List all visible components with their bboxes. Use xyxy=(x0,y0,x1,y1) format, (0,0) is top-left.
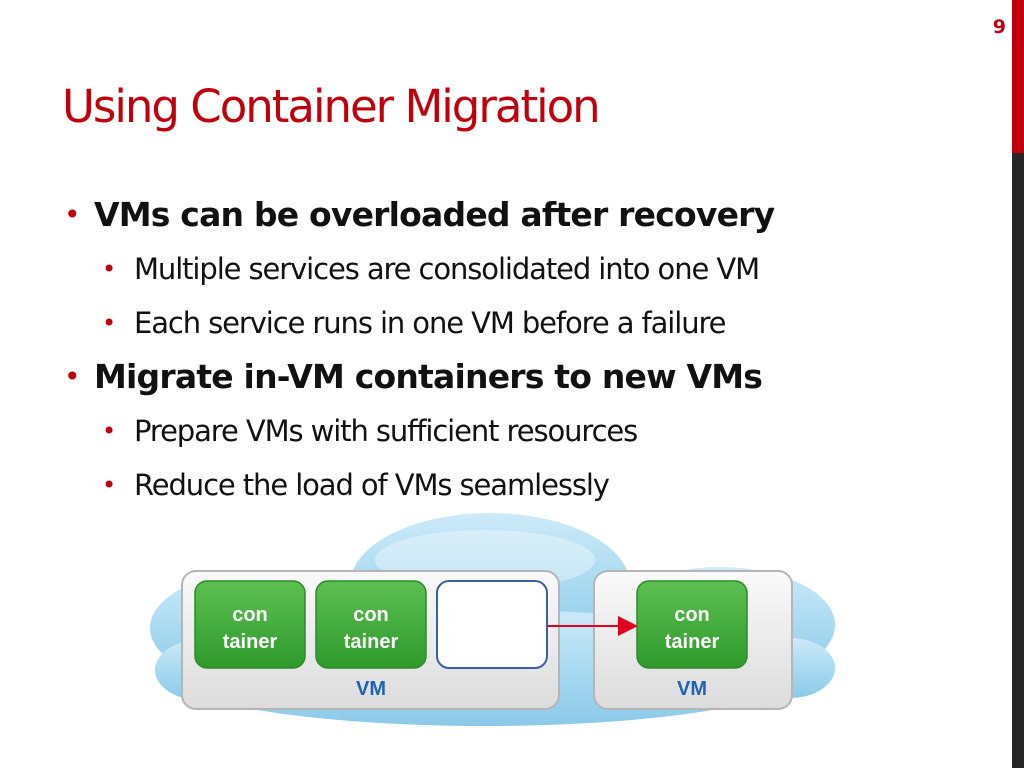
container-label: con tainer xyxy=(637,602,747,656)
empty-container-slot xyxy=(436,580,548,669)
bullet-icon: • xyxy=(102,471,116,499)
container-label: con tainer xyxy=(316,602,426,656)
bullet-item: • Migrate in-VM containers to new VMs xyxy=(62,350,774,404)
accent-bar-dark xyxy=(1012,153,1024,768)
bullet-item: • VMs can be overloaded after recovery xyxy=(62,188,775,242)
sub-bullet-item: • Each service runs in one VM before a f… xyxy=(62,296,774,350)
bullet-icon: • xyxy=(102,255,116,283)
bullet-icon: • xyxy=(64,198,81,231)
sub-bullet-text: Multiple services are consolidated into … xyxy=(134,252,760,286)
container-label-line1: con xyxy=(353,604,389,626)
sub-bullet-item: • Reduce the load of VMs seamlessly xyxy=(62,458,774,512)
container-box xyxy=(194,580,306,669)
bullet-text: VMs can be overloaded after recovery xyxy=(94,195,775,234)
container-box xyxy=(315,580,427,669)
vm-label: VM xyxy=(677,678,707,700)
container-label-line1: con xyxy=(674,604,710,626)
slide-title: Using Container Migration xyxy=(62,80,601,133)
container-label-line2: tainer xyxy=(664,631,720,653)
bullet-list: • VMs can be overloaded after recovery •… xyxy=(62,188,775,512)
sub-bullet-text: Each service runs in one VM before a fai… xyxy=(134,306,727,340)
container-label-line1: con xyxy=(232,604,268,626)
sub-bullet-item: • Prepare VMs with sufficient resources xyxy=(62,404,774,458)
slide-number: 9 xyxy=(992,16,1006,38)
sub-bullet-text: Prepare VMs with sufficient resources xyxy=(134,414,638,448)
sub-bullet-text: Reduce the load of VMs seamlessly xyxy=(134,468,610,502)
bullet-icon: • xyxy=(102,309,116,337)
accent-bar-red xyxy=(1012,0,1024,153)
bullet-icon: • xyxy=(64,360,81,393)
container-label-line2: tainer xyxy=(343,631,399,653)
container-label-line2: tainer xyxy=(222,631,278,653)
container-label: con tainer xyxy=(195,602,305,656)
sub-bullet-item: • Multiple services are consolidated int… xyxy=(62,242,774,296)
bullet-icon: • xyxy=(102,417,116,445)
bullet-text: Migrate in-VM containers to new VMs xyxy=(94,357,763,396)
vm-label: VM xyxy=(356,678,386,700)
